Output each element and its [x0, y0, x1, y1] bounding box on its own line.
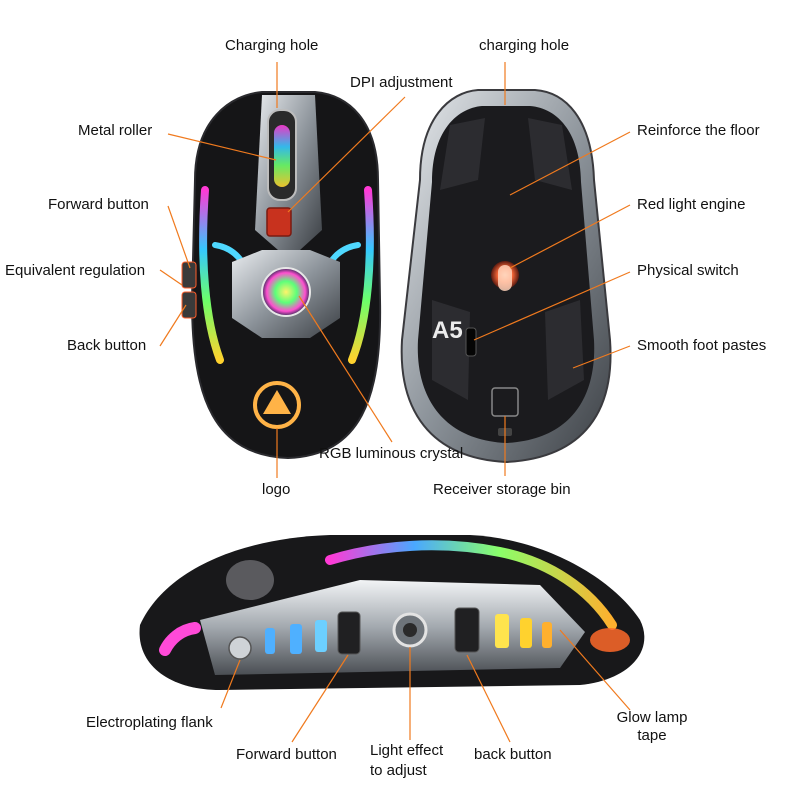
- label-dpi-adjustment: DPI adjustment: [350, 74, 453, 91]
- label-charging-hole-bottom: charging hole: [479, 37, 570, 54]
- label-light-effect-line2: to adjust: [370, 762, 427, 779]
- label-light-effect-line1: Light effect: [370, 742, 444, 759]
- label-physical-switch: Physical switch: [637, 262, 739, 279]
- label-back-button-side: back button: [474, 746, 552, 763]
- label-reinforce-floor: Reinforce the floor: [637, 122, 760, 139]
- label-glow-lamp-line2: tape: [637, 727, 667, 744]
- label-receiver-storage-bin: Receiver storage bin: [433, 481, 571, 498]
- label-electroplating-flank: Electroplating flank: [86, 714, 213, 731]
- label-equivalent-regulation: Equivalent regulation: [5, 262, 146, 279]
- model-text: A5: [432, 317, 463, 344]
- top-view-mouse: [181, 91, 382, 460]
- leader-lines: [159, 62, 631, 743]
- label-red-light-engine: Red light engine: [637, 196, 746, 213]
- label-smooth-foot-pastes: Smooth foot pastes: [637, 337, 767, 354]
- label-logo: logo: [262, 481, 291, 498]
- bottom-view-mouse: A5: [400, 89, 612, 464]
- label-charging-hole-top: Charging hole: [225, 37, 319, 54]
- label-forward-button-side: Forward button: [236, 746, 337, 763]
- label-forward-button-top: Forward button: [48, 196, 149, 213]
- label-back-button-top: Back button: [67, 337, 147, 354]
- label-metal-roller: Metal roller: [78, 122, 153, 139]
- label-rgb-crystal: RGB luminous crystal: [319, 445, 464, 462]
- label-glow-lamp-line1: Glow lamp: [616, 709, 688, 726]
- side-view-mouse: [139, 535, 645, 690]
